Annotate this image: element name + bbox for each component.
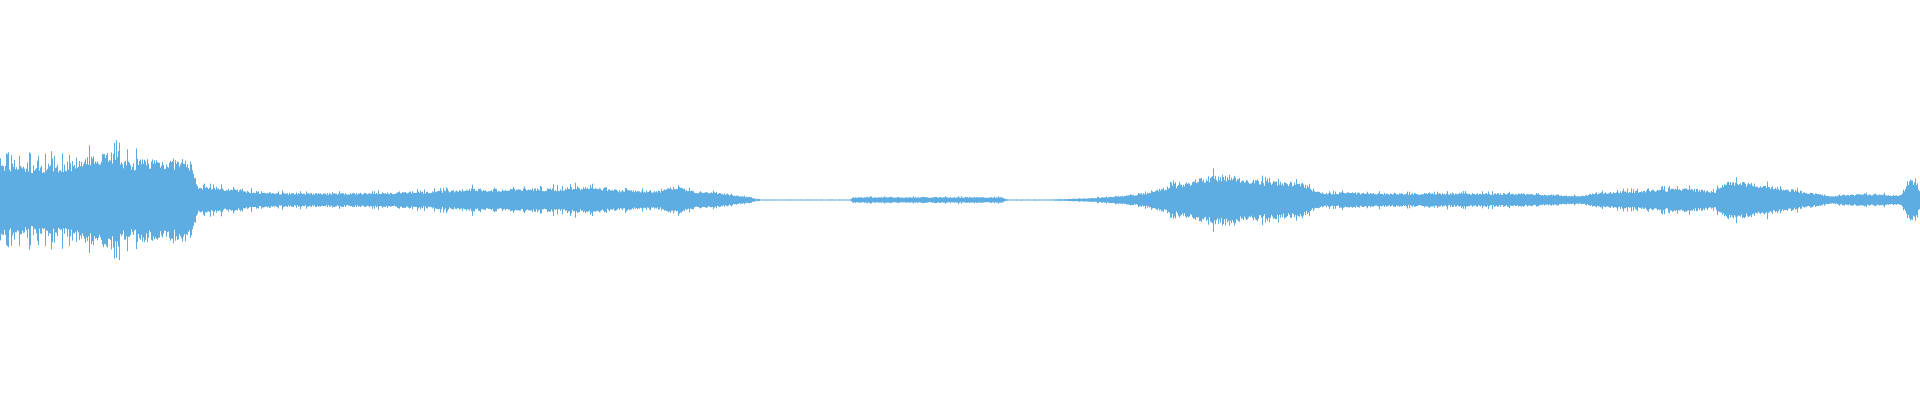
- waveform-graphic: [0, 140, 1920, 261]
- audio-waveform: [0, 140, 1920, 261]
